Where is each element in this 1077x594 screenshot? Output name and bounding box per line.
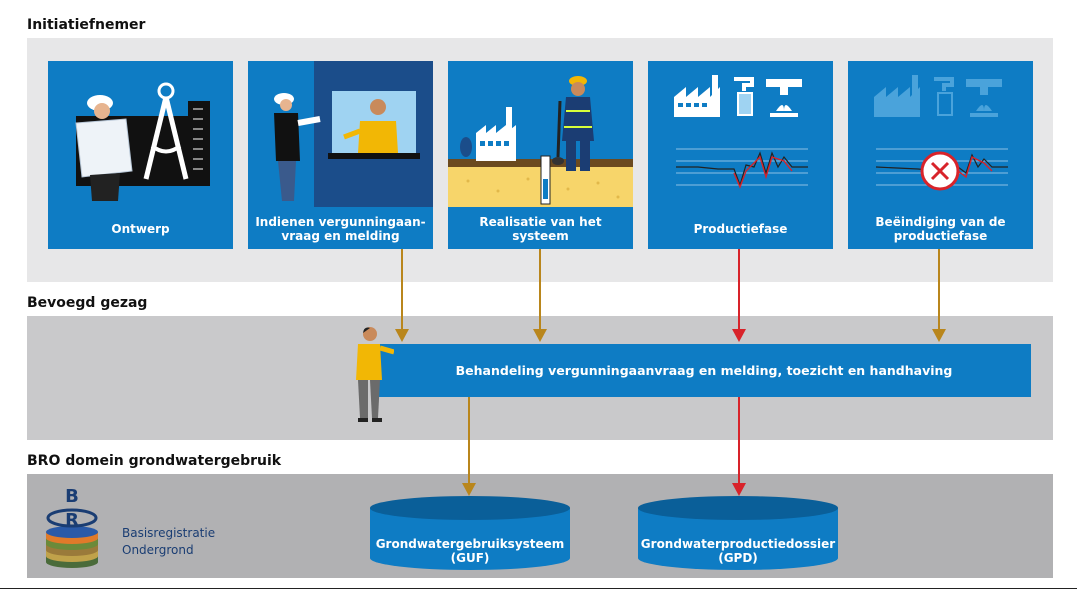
bro-name: Basisregistratie Ondergrond (122, 525, 215, 559)
construction-illustration-icon (448, 76, 633, 207)
card-ontwerp: Ontwerp (48, 61, 233, 249)
arrow-realisatie-to-process (533, 249, 547, 342)
card-label-line: vraag en melding (281, 229, 400, 243)
register-gpd-label: Grondwaterproductiedossier (GPD) (638, 537, 838, 565)
card-indienen: Indienen vergunningaan- vraag en melding (248, 61, 433, 249)
card-indienen-label: Indienen vergunningaan- vraag en melding (248, 209, 433, 249)
design-illustration-icon (75, 82, 210, 201)
register-guf-code: (GUF) (450, 551, 490, 565)
register-gpd-code: (GPD) (718, 551, 758, 565)
submission-illustration-icon (274, 61, 433, 207)
production-illustration-icon (674, 75, 808, 189)
card-label-line: productiefase (893, 229, 988, 243)
card-ontwerp-label: Ontwerp (48, 209, 233, 249)
card-label-line: Indienen vergunningaan- (255, 215, 426, 229)
card-productiefase: Productiefase (648, 61, 833, 249)
card-label-line: Productiefase (693, 222, 788, 236)
card-label-line: Ontwerp (111, 222, 170, 236)
register-gpd-cylinder (638, 496, 838, 570)
register-guf-name: Grondwatergebruiksysteem (375, 537, 565, 551)
process-bar: Behandeling vergunningaanvraag en meldin… (377, 344, 1031, 397)
bro-logo-icon: B R (46, 486, 98, 568)
termination-illustration-icon (874, 75, 1008, 191)
card-beeindiging-label: Beëindiging van de productiefase (848, 209, 1033, 249)
bottom-divider (0, 588, 1077, 589)
official-person-icon (356, 327, 394, 422)
section-title-bevoegd-gezag: Bevoegd gezag (27, 295, 148, 311)
card-realisatie: Realisatie van het systeem (448, 61, 633, 249)
arrow-process-to-gpd (732, 397, 746, 496)
register-guf-label: Grondwatergebruiksysteem (GUF) (370, 537, 570, 565)
card-label-line: Beëindiging van de (875, 215, 1006, 229)
register-guf-cylinder (370, 496, 570, 570)
bro-name-line1: Basisregistratie (122, 526, 216, 540)
svg-text:B: B (65, 486, 79, 507)
process-label: Behandeling vergunningaanvraag en meldin… (455, 363, 953, 378)
arrow-indienen-to-process (395, 249, 409, 342)
arrow-productie-to-process (732, 249, 746, 342)
section-title-initiatiefnemer: Initiatiefnemer (27, 17, 146, 33)
arrow-beeindiging-to-process (932, 249, 946, 342)
card-productiefase-label: Productiefase (648, 209, 833, 249)
bro-name-line2: Ondergrond (122, 543, 194, 557)
card-realisatie-label: Realisatie van het systeem (448, 209, 633, 249)
register-gpd-name: Grondwaterproductiedossier (640, 537, 836, 551)
card-beeindiging: Beëindiging van de productiefase (848, 61, 1033, 249)
svg-text:R: R (65, 510, 79, 531)
card-label-line: Realisatie van het systeem (479, 215, 602, 243)
section-title-bro-domein: BRO domein grondwatergebruik (27, 453, 282, 469)
arrow-process-to-guf (462, 397, 476, 496)
